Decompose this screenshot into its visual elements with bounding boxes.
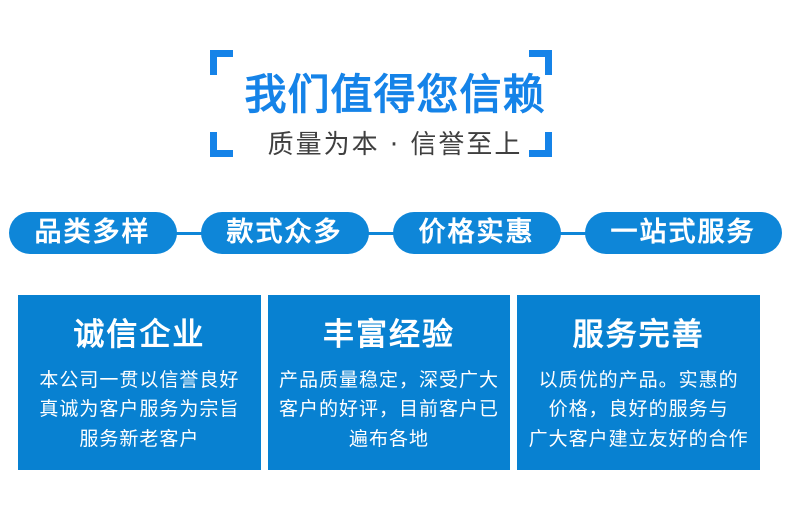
corner-bracket-top-left-icon bbox=[210, 50, 233, 75]
card-integrity: 诚信企业 本公司一贯以信誉良好 真诚为客户服务为宗旨 服务新老客户 bbox=[18, 295, 261, 470]
card-experience: 丰富经验 产品质量稳定，深受广大 客户的好评，目前客户已 遍布各地 bbox=[267, 295, 511, 470]
card-service: 服务完善 以质优的产品。实惠的 价格，良好的服务与 广大客户建立友好的合作 bbox=[517, 295, 761, 470]
feature-pill-price: 价格实惠 bbox=[392, 212, 561, 254]
corner-bracket-bottom-left-icon bbox=[210, 132, 233, 157]
card-title: 诚信企业 bbox=[73, 317, 206, 353]
page-title: 我们值得您信赖 bbox=[244, 70, 546, 119]
benefit-cards: 诚信企业 本公司一贯以信誉良好 真诚为客户服务为宗旨 服务新老客户 丰富经验 产… bbox=[18, 295, 761, 470]
feature-pill-variety: 品类多样 bbox=[8, 212, 177, 254]
page-subtitle: 质量为本 · 信誉至上 bbox=[267, 130, 523, 160]
trust-header: 我们值得您信赖 质量为本 · 信誉至上 bbox=[0, 0, 790, 200]
feature-pill-styles: 款式众多 bbox=[200, 212, 369, 254]
feature-pill-row: 品类多样 款式众多 价格实惠 一站式服务 bbox=[0, 212, 790, 254]
corner-bracket-top-right-icon bbox=[529, 50, 552, 75]
feature-pill-one-stop: 一站式服务 bbox=[584, 212, 782, 254]
card-title: 丰富经验 bbox=[323, 317, 455, 353]
card-body: 以质优的产品。实惠的 价格，良好的服务与 广大客户建立友好的合作 bbox=[528, 369, 749, 450]
card-body: 产品质量稳定，深受广大 客户的好评，目前客户已 遍布各地 bbox=[279, 369, 500, 450]
card-body: 本公司一贯以信誉良好 真诚为客户服务为宗旨 服务新老客户 bbox=[39, 369, 240, 450]
card-title: 服务完善 bbox=[572, 317, 705, 353]
corner-bracket-bottom-right-icon bbox=[529, 132, 552, 157]
